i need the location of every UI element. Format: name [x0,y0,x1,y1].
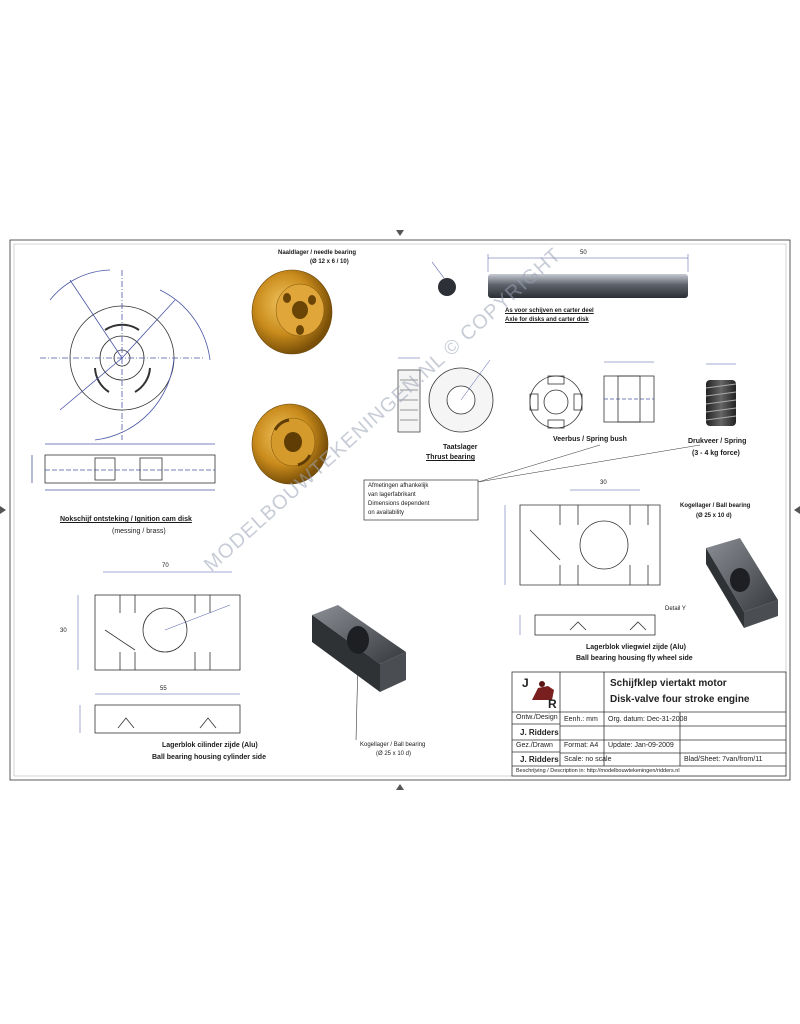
designer-name: J. Ridders [520,728,559,737]
axle-dim: 50 [580,250,587,256]
title-nl: Schijfklep viertakt motor [610,678,727,689]
spring-bush-front [529,375,583,429]
sheet-number: Blad/Sheet: 7van/from/11 [684,756,763,763]
spring-label: Drukveer / Spring [688,438,747,445]
spring-force: (3 - 4 kg force) [692,450,740,457]
note-box [363,444,701,521]
thrust-bearing-label-en: Thrust bearing [426,454,476,461]
cam-disk-material: (messing / brass) [112,528,166,535]
format: Format: A4 [564,742,599,749]
note-line-1: Afmetingen afhankelijk [368,483,429,489]
note-line-3: Dimensions dependent [368,501,430,507]
drawn-label: Gez./Drawn [516,742,553,749]
axle-rod [487,254,689,298]
design-label: Ontw./Design [516,714,558,721]
housing-cylinder-side [79,693,241,734]
housing-cylinder-3d [312,605,406,741]
housing-cylinder-label-en: Ball bearing housing cylinder side [152,754,266,761]
ball-bearing-right-label: Kogellager / Ball bearing [680,503,751,509]
thrust-bearing-washer [428,359,494,433]
drawer-name: J. Ridders [520,755,559,764]
housing-flywheel-label-nl: Lagerblok vliegwiel zijde (Alu) [586,644,686,651]
needle-bearing-disk-3d [251,269,333,355]
ball-bearing-right-dim: 30 [600,480,607,486]
housing-flywheel-side [519,614,656,636]
needle-bearing-label: Naaldlager / needle bearing [278,250,357,256]
cam-disk-3d [251,403,329,485]
needle-bearing-side-view [397,357,421,433]
pin-part [431,261,456,296]
title-block [511,671,787,777]
needle-bearing-size: (Ø 12 x 6 / 10) [310,259,349,265]
spring-bush-label: Veerbus / Spring bush [553,436,627,443]
housing-flywheel-3d [706,538,778,628]
housing-cylinder-front [77,571,241,671]
update-date: Update: Jan-09-2009 [608,742,674,749]
cam-disk-side-view [31,443,216,491]
units: Eenh.: mm [564,716,598,723]
logo-horse-rider [532,681,554,700]
note-line-2: van lagerfabrikant [368,492,416,498]
cam-disk-front-view [40,269,211,441]
axle-label-en: Axle for disks and carter disk [505,317,589,323]
ball-bearing-left-size: (Ø 25 x 10 d) [376,751,412,757]
logo-letter-j: J [522,676,529,690]
ball-bearing-left-label: Kogellager / Ball bearing [360,742,426,748]
logo-letter-r: R [548,697,557,711]
housing-flywheel-front [504,489,661,586]
housing-cylinder-dim-bottom: 55 [160,686,167,692]
axle-label-nl: As voor schijven en carter deel [505,308,594,314]
spring-bush-side [603,361,655,423]
cam-disk-title: Nokschijf ontsteking / Ignition cam disk [60,516,192,523]
detail-y-label: Detail Y [665,606,686,612]
description-url: Beschrijving / Description in: http://mo… [516,768,680,774]
title-en: Disk-valve four stroke engine [610,694,750,705]
sheet-frame [0,230,800,790]
note-line-4: on availability [368,510,405,516]
compression-spring [705,363,737,426]
housing-cylinder-dim-width: 70 [162,563,169,569]
housing-flywheel-label-en: Ball bearing housing fly wheel side [576,655,693,662]
housing-cylinder-dim-height: 30 [60,628,67,634]
ball-bearing-right-size: (Ø 25 x 10 d) [696,513,732,519]
thrust-bearing-label-nl: Taatslager [443,444,478,451]
housing-cylinder-label-nl: Lagerblok cilinder zijde (Alu) [162,742,258,749]
original-date: Org. datum: Dec-31-2008 [608,716,688,723]
scale: Scale: no scale [564,756,612,763]
